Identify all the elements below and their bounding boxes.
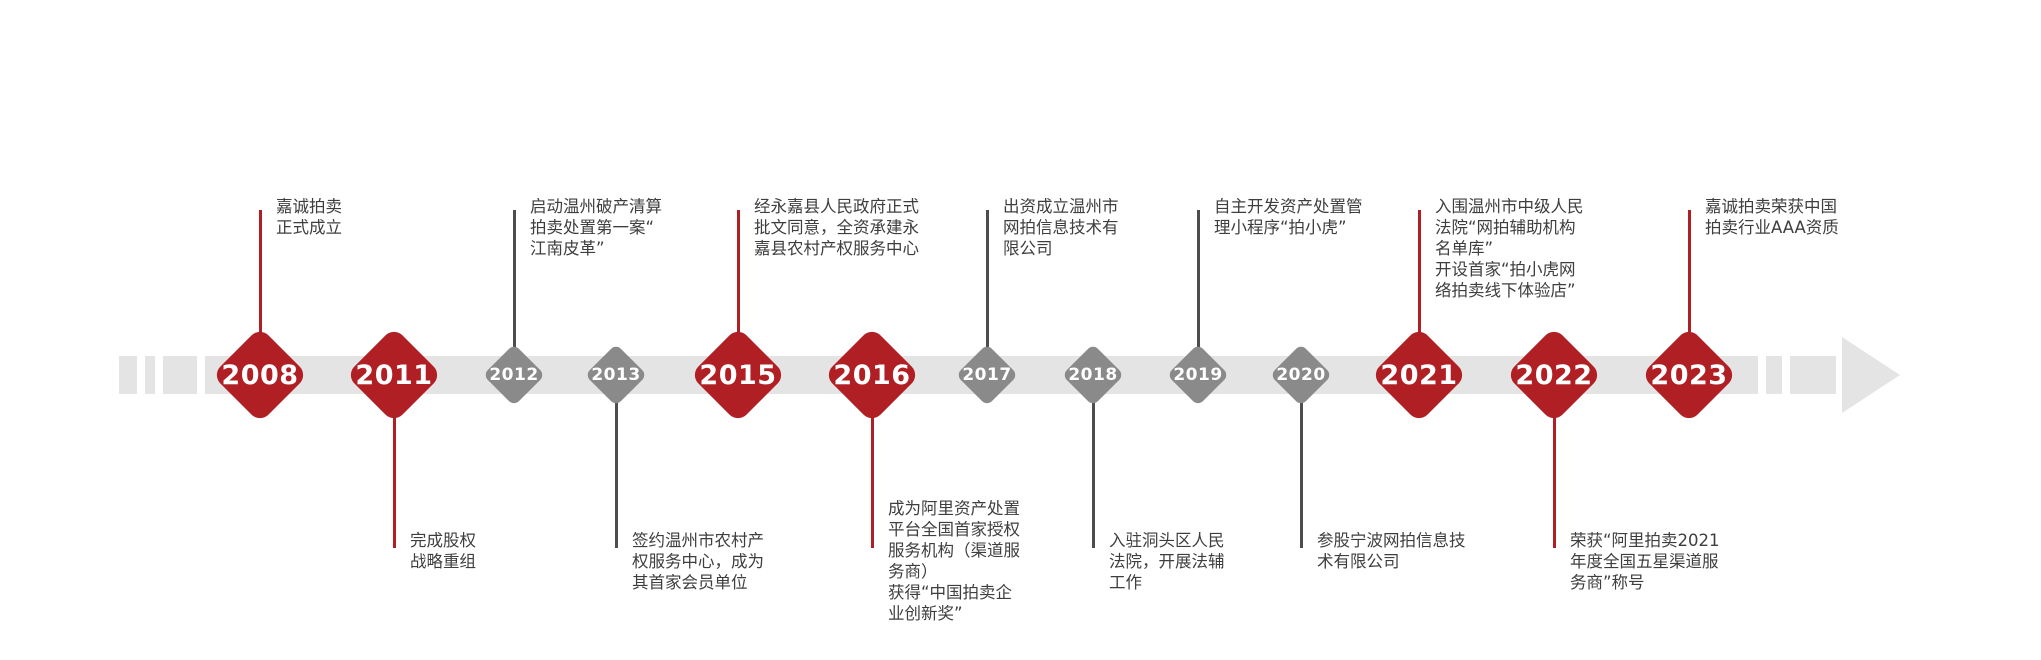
milestone-note-2018: 入驻洞头区人民 法院，开展法辅 工作 (1109, 531, 1225, 592)
milestone-note-2015: 经永嘉县人民政府正式 批文同意，全资承建永 嘉县农村产权服务中心 (754, 197, 919, 258)
milestone-diamond-2015: 2015 (689, 326, 787, 424)
milestone-note-2011: 完成股权 战略重组 (410, 531, 476, 571)
milestone-year-label: 2023 (1650, 359, 1728, 391)
milestone-year-label: 2022 (1515, 359, 1593, 391)
milestone-diamond-2017: 2017 (955, 343, 1019, 407)
milestone-diamond-2019: 2019 (1166, 343, 1230, 407)
milestone-note-2017: 出资成立温州市 网拍信息技术有 限公司 (1003, 197, 1119, 258)
milestone-diamond-2022: 2022 (1505, 326, 1603, 424)
milestone-connector-2023 (1687, 210, 1691, 375)
milestone-year-label: 2012 (489, 365, 539, 385)
milestone-year-label: 2021 (1380, 359, 1458, 391)
milestone-connector-2008 (258, 210, 262, 375)
milestone-year-label: 2018 (1068, 365, 1118, 385)
milestone-diamond-2020: 2020 (1269, 343, 1333, 407)
timeline-band-segment (145, 356, 155, 394)
milestone-diamond-2008: 2008 (211, 326, 309, 424)
milestone-diamond-2016: 2016 (823, 326, 921, 424)
milestone-connector-2020 (1299, 375, 1303, 548)
timeline-arrow-icon (1842, 337, 1900, 413)
milestone-diamond-2021: 2021 (1370, 326, 1468, 424)
milestone-note-2019: 自主开发资产处置管 理小程序“拍小虎” (1214, 197, 1363, 237)
milestone-note-2013: 签约温州市农村产 权服务中心，成为 其首家会员单位 (632, 531, 764, 592)
milestone-connector-2012 (512, 210, 516, 375)
milestone-diamond-2012: 2012 (482, 343, 546, 407)
milestone-note-2008: 嘉诚拍卖 正式成立 (276, 197, 342, 237)
timeline-band-segment (119, 356, 137, 394)
milestone-connector-2015 (736, 210, 740, 375)
timeline-band-segment (163, 356, 197, 394)
milestone-connector-2017 (985, 210, 989, 375)
milestone-diamond-2018: 2018 (1061, 343, 1125, 407)
milestone-year-label: 2008 (221, 359, 299, 391)
milestone-year-label: 2011 (355, 359, 433, 391)
milestone-connector-2018 (1091, 375, 1095, 548)
milestone-year-label: 2020 (1276, 365, 1326, 385)
milestone-note-2023: 嘉诚拍卖荣获中国 拍卖行业AAA资质 (1705, 197, 1839, 237)
milestone-connector-2019 (1196, 210, 1200, 375)
milestone-connector-2021 (1417, 210, 1421, 375)
milestone-connector-2013 (614, 375, 618, 548)
milestone-year-label: 2015 (699, 359, 777, 391)
milestone-year-label: 2016 (833, 359, 911, 391)
milestone-year-label: 2013 (591, 365, 641, 385)
milestone-diamond-2011: 2011 (345, 326, 443, 424)
milestone-year-label: 2017 (962, 365, 1012, 385)
milestone-note-2016: 成为阿里资产处置 平台全国首家授权 服务机构（渠道服 务商） 获得“中国拍卖企 … (888, 499, 1020, 623)
milestone-diamond-2013: 2013 (584, 343, 648, 407)
timeline-band-segment (1790, 356, 1836, 394)
milestone-connector-2022 (1552, 375, 1556, 548)
milestone-note-2020: 参股宁波网拍信息技 术有限公司 (1317, 531, 1466, 571)
milestone-diamond-2023: 2023 (1640, 326, 1738, 424)
milestone-year-label: 2019 (1173, 365, 1223, 385)
milestone-note-2012: 启动温州破产清算 拍卖处置第一案“ 江南皮革” (530, 197, 662, 258)
timeline-band-segment (1766, 356, 1782, 394)
milestone-connector-2016 (870, 375, 874, 548)
milestone-note-2021: 入围温州市中级人民 法院“网拍辅助机构 名单库” 开设首家“拍小虎网 络拍卖线下… (1435, 197, 1584, 300)
milestone-connector-2011 (392, 375, 396, 548)
milestone-note-2022: 荣获“阿里拍卖2021 年度全国五星渠道服 务商”称号 (1570, 531, 1720, 592)
